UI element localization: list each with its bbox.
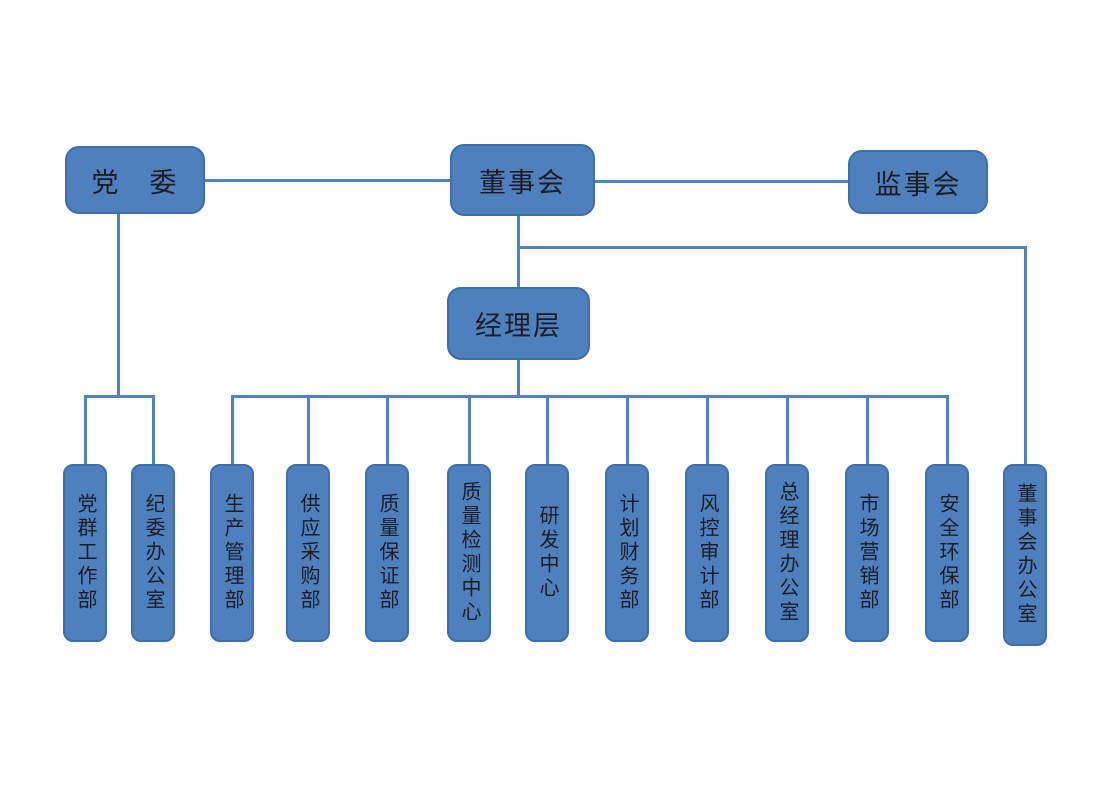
connector-drop-marketing: [866, 395, 869, 464]
node-dept-supply-procurement-label: 供应采购部: [297, 493, 319, 613]
connector-drop-gm-office: [786, 395, 789, 464]
connector-drop-discipline-office: [152, 395, 155, 464]
node-party-committee-label: 党 委: [91, 167, 179, 198]
node-dept-safety-environment: 安全环保部: [925, 464, 969, 642]
node-management-layer: 经理层: [447, 287, 590, 360]
node-dept-safety-environment-label: 安全环保部: [936, 493, 958, 613]
node-dept-planning-finance-label: 计划财务部: [616, 493, 638, 613]
node-dept-quality-testing-center-label: 质量检测中心: [458, 481, 480, 625]
node-dept-gm-office-label: 总经理办公室: [776, 481, 798, 625]
node-dept-quality-assurance-label: 质量保证部: [376, 493, 398, 613]
connector-drop-risk-audit: [706, 395, 709, 464]
connector-drop-quality-assurance: [386, 395, 389, 464]
connector-board-branch-right: [517, 246, 1027, 249]
connector-drop-quality-testing: [468, 395, 471, 464]
node-board-of-directors: 董事会: [450, 144, 595, 216]
node-dept-quality-testing-center: 质量检测中心: [447, 464, 491, 642]
node-management-layer-label: 经理层: [475, 311, 562, 341]
node-dept-rd-center: 研发中心: [525, 464, 569, 642]
connector-management-stem: [517, 358, 520, 398]
connector-drop-safety-environment: [946, 395, 949, 464]
node-dept-discipline-office: 纪委办公室: [131, 464, 175, 642]
node-dept-board-office: 董事会办公室: [1003, 464, 1047, 646]
connector-party-stem: [117, 212, 120, 398]
node-supervisory-board: 监事会: [848, 150, 988, 214]
connector-party-children-bar: [84, 395, 155, 398]
node-dept-production-management-label: 生产管理部: [221, 493, 243, 613]
node-party-committee: 党 委: [65, 146, 205, 214]
connector-drop-rd-center: [546, 395, 549, 464]
node-dept-quality-assurance: 质量保证部: [365, 464, 409, 642]
node-dept-marketing-label: 市场营销部: [856, 493, 878, 613]
node-dept-discipline-office-label: 纪委办公室: [142, 493, 164, 613]
node-dept-gm-office: 总经理办公室: [765, 464, 809, 642]
node-dept-production-management: 生产管理部: [210, 464, 254, 642]
node-supervisory-board-label: 监事会: [874, 169, 962, 200]
connector-drop-party-masses: [84, 395, 87, 464]
node-dept-party-masses-work: 党群工作部: [63, 464, 107, 642]
connector-drop-planning-finance: [626, 395, 629, 464]
node-dept-supply-procurement: 供应采购部: [286, 464, 330, 642]
node-dept-risk-audit-label: 风控审计部: [696, 493, 718, 613]
connector-board-to-supervisory: [595, 180, 848, 183]
connector-board-to-management: [517, 214, 520, 289]
node-dept-rd-center-label: 研发中心: [536, 505, 558, 601]
node-board-of-directors-label: 董事会: [479, 167, 566, 198]
node-dept-marketing: 市场营销部: [845, 464, 889, 642]
connector-party-to-board: [205, 179, 450, 182]
connector-branch-to-board-office: [1024, 246, 1027, 465]
connector-drop-supply: [307, 395, 310, 464]
connector-departments-bar: [231, 395, 949, 398]
node-dept-board-office-label: 董事会办公室: [1014, 483, 1036, 627]
node-dept-risk-audit: 风控审计部: [685, 464, 729, 642]
connector-drop-production: [231, 395, 234, 464]
node-dept-planning-finance: 计划财务部: [605, 464, 649, 642]
node-dept-party-masses-work-label: 党群工作部: [74, 493, 96, 613]
